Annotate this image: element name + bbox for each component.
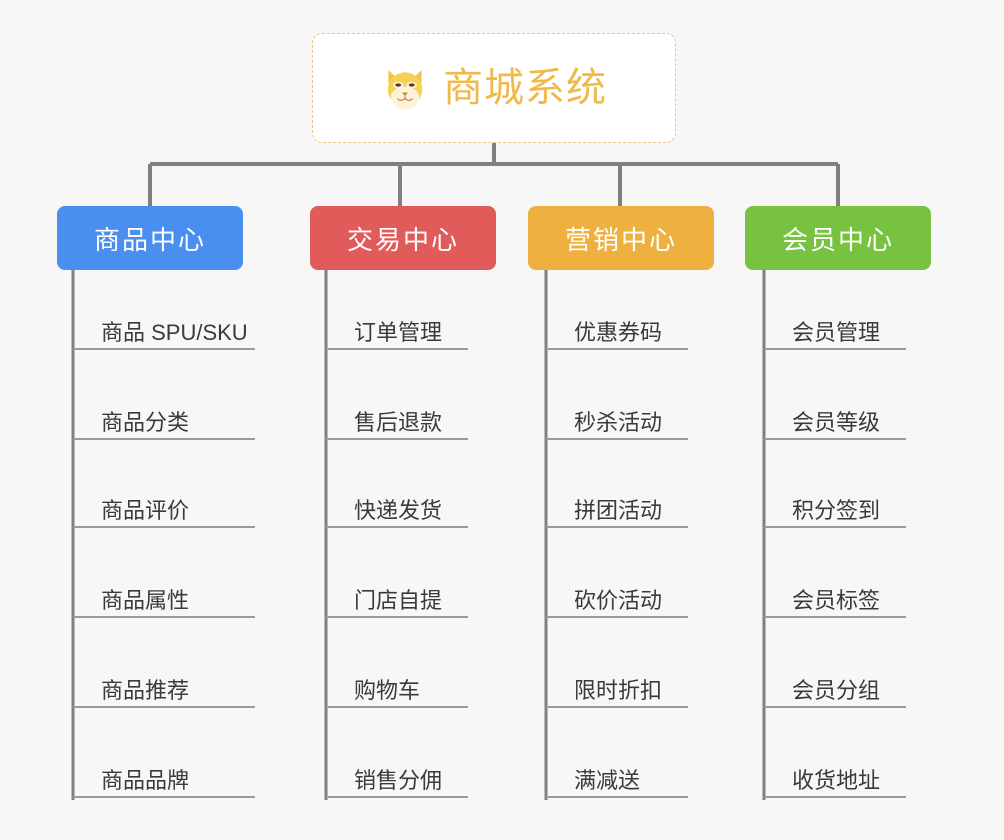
leaf-item-label: 会员分组 bbox=[792, 678, 881, 703]
leaf-item[interactable]: 商品属性 bbox=[73, 574, 255, 618]
leaf-item[interactable]: 售后退款 bbox=[326, 396, 468, 440]
leaf-item[interactable]: 快递发货 bbox=[326, 484, 468, 528]
leaf-item[interactable]: 购物车 bbox=[326, 664, 468, 708]
root-node[interactable]: 商城系统 bbox=[312, 33, 676, 143]
leaf-item-label: 售后退款 bbox=[354, 410, 443, 435]
category-node-trade-center[interactable]: 交易中心 bbox=[310, 206, 496, 270]
leaf-item[interactable]: 拼团活动 bbox=[546, 484, 688, 528]
leaf-item-label: 商品推荐 bbox=[101, 678, 190, 703]
leaf-item[interactable]: 砍价活动 bbox=[546, 574, 688, 618]
leaf-item-label: 购物车 bbox=[354, 678, 421, 703]
leaf-item-label: 拼团活动 bbox=[574, 498, 663, 523]
category-node-member-center[interactable]: 会员中心 bbox=[745, 206, 931, 270]
category-label: 商品中心 bbox=[93, 224, 206, 255]
leaf-item[interactable]: 优惠券码 bbox=[546, 306, 688, 350]
leaf-item[interactable]: 满减送 bbox=[546, 754, 688, 798]
category-node-marketing-center[interactable]: 营销中心 bbox=[528, 206, 714, 270]
leaf-item-label: 秒杀活动 bbox=[574, 410, 663, 435]
leaf-item[interactable]: 会员分组 bbox=[764, 664, 906, 708]
leaf-item-label: 收货地址 bbox=[792, 768, 881, 793]
leaf-item-label: 销售分佣 bbox=[354, 768, 443, 793]
leaf-item[interactable]: 商品推荐 bbox=[73, 664, 255, 708]
leaf-item-label: 商品评价 bbox=[101, 498, 190, 523]
leaf-item[interactable]: 订单管理 bbox=[326, 306, 468, 350]
leaf-item-label: 商品 SPU/SKU bbox=[101, 320, 248, 345]
leaf-item-label: 商品分类 bbox=[101, 410, 190, 435]
leaf-item[interactable]: 销售分佣 bbox=[326, 754, 468, 798]
root-title: 商城系统 bbox=[443, 66, 607, 110]
leaf-item-label: 优惠券码 bbox=[574, 320, 663, 345]
leaf-item-label: 砍价活动 bbox=[574, 588, 663, 613]
leaf-item[interactable]: 商品 SPU/SKU bbox=[73, 306, 255, 350]
category-node-product-center[interactable]: 商品中心 bbox=[57, 206, 243, 270]
leaf-item[interactable]: 秒杀活动 bbox=[546, 396, 688, 440]
leaf-item-label: 门店自提 bbox=[354, 588, 443, 613]
leaf-item-label: 会员等级 bbox=[792, 410, 881, 435]
leaf-item-label: 会员管理 bbox=[792, 320, 881, 345]
leaf-item-label: 积分签到 bbox=[792, 498, 881, 523]
category-label: 营销中心 bbox=[564, 224, 677, 255]
category-label: 会员中心 bbox=[781, 224, 894, 255]
leaf-item[interactable]: 商品分类 bbox=[73, 396, 255, 440]
leaf-item-label: 会员标签 bbox=[792, 588, 881, 613]
leaf-item-label: 限时折扣 bbox=[574, 678, 663, 703]
leaf-item[interactable]: 门店自提 bbox=[326, 574, 468, 618]
leaf-item[interactable]: 会员标签 bbox=[764, 574, 906, 618]
leaf-item-label: 快递发货 bbox=[354, 498, 443, 523]
category-label: 交易中心 bbox=[346, 224, 459, 255]
leaf-item[interactable]: 会员等级 bbox=[764, 396, 906, 440]
leaf-item-label: 商品品牌 bbox=[101, 768, 190, 793]
leaf-item[interactable]: 限时折扣 bbox=[546, 664, 688, 708]
leaf-item[interactable]: 会员管理 bbox=[764, 306, 906, 350]
leaf-item[interactable]: 商品品牌 bbox=[73, 754, 255, 798]
shiba-dog-icon bbox=[387, 70, 423, 110]
leaf-item[interactable]: 收货地址 bbox=[764, 754, 906, 798]
leaf-item[interactable]: 商品评价 bbox=[73, 484, 255, 528]
leaf-item-label: 满减送 bbox=[574, 768, 641, 793]
leaf-item-label: 订单管理 bbox=[354, 320, 443, 345]
leaf-item-label: 商品属性 bbox=[101, 588, 190, 613]
leaf-item[interactable]: 积分签到 bbox=[764, 484, 906, 528]
